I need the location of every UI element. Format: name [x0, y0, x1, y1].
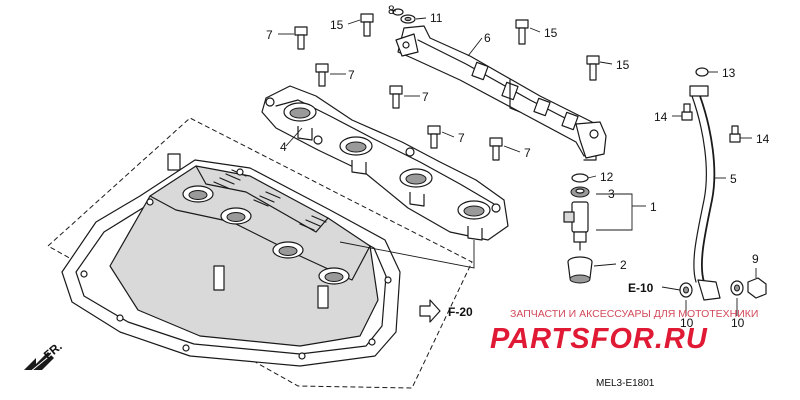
bolt-15-c [586, 55, 600, 81]
front-arrow-icon [24, 352, 54, 373]
diagram-code: MEL3-E1801 [596, 378, 655, 389]
bolt-15-a [360, 13, 374, 37]
part-10-washer-right [730, 280, 744, 296]
part-14-bolt-right [729, 125, 741, 143]
part-13-clip [695, 67, 709, 77]
bolt-group [294, 8, 600, 161]
leader-lines [278, 9, 757, 316]
part-2-cap [567, 256, 593, 284]
bolt-7-e [489, 137, 503, 161]
callout-14: 14 [654, 110, 668, 124]
callout-labels: 7 7 7 7 7 15 15 15 8 11 6 4 12 3 1 2 13 … [266, 3, 770, 330]
callout-7: 7 [266, 28, 273, 42]
callout-5: 5 [730, 172, 737, 186]
callout-2: 2 [620, 258, 627, 272]
callout-10: 10 [680, 316, 694, 330]
bolt-7-a [294, 26, 308, 50]
part-14-bolt-left [681, 103, 693, 121]
callout-15: 15 [544, 26, 558, 40]
ref-f20: F-20 [448, 305, 473, 319]
callout-8: 8 [388, 3, 395, 17]
callout-10: 10 [731, 316, 745, 330]
part-9-nut [747, 277, 767, 299]
bolt-7-b [315, 63, 329, 87]
bolt-7-c [389, 85, 403, 109]
callout-13: 13 [722, 66, 736, 80]
injector-assembly [563, 173, 646, 284]
part-12-o-ring [571, 173, 589, 183]
part-11-grommet [400, 14, 416, 24]
callout-4: 4 [280, 140, 287, 154]
head-cover-assembly [47, 117, 473, 389]
callout-3: 3 [608, 187, 615, 201]
bolt-7-d [427, 125, 441, 149]
watermark-tagline: ЗАПЧАСТИ И АКСЕССУАРЫ ДЛЯ МОТОТЕХНИКИ [510, 308, 758, 320]
callout-11: 11 [430, 11, 443, 25]
ref-e10: E-10 [628, 281, 654, 295]
callout-14: 14 [756, 132, 770, 146]
callout-15: 15 [616, 58, 630, 72]
intake-manifold [261, 85, 509, 269]
fuel-hose-assembly [679, 67, 767, 301]
callout-15: 15 [330, 18, 344, 32]
part-1-injector [563, 201, 589, 251]
callout-1: 1 [650, 200, 657, 214]
watermark-brand: PARTSFOR.RU [490, 323, 708, 355]
bolt-15-b [515, 19, 529, 45]
part-10-washer-left [679, 282, 693, 298]
callout-7: 7 [458, 131, 465, 145]
arrow-right-icon [419, 299, 441, 323]
part-3-seal [570, 186, 590, 198]
callout-12: 12 [600, 170, 614, 184]
callout-9: 9 [752, 252, 759, 266]
fuel-rail [395, 25, 607, 161]
callout-7: 7 [422, 90, 429, 104]
callout-7: 7 [348, 68, 355, 82]
callout-7: 7 [524, 146, 531, 160]
callout-6: 6 [484, 31, 491, 45]
